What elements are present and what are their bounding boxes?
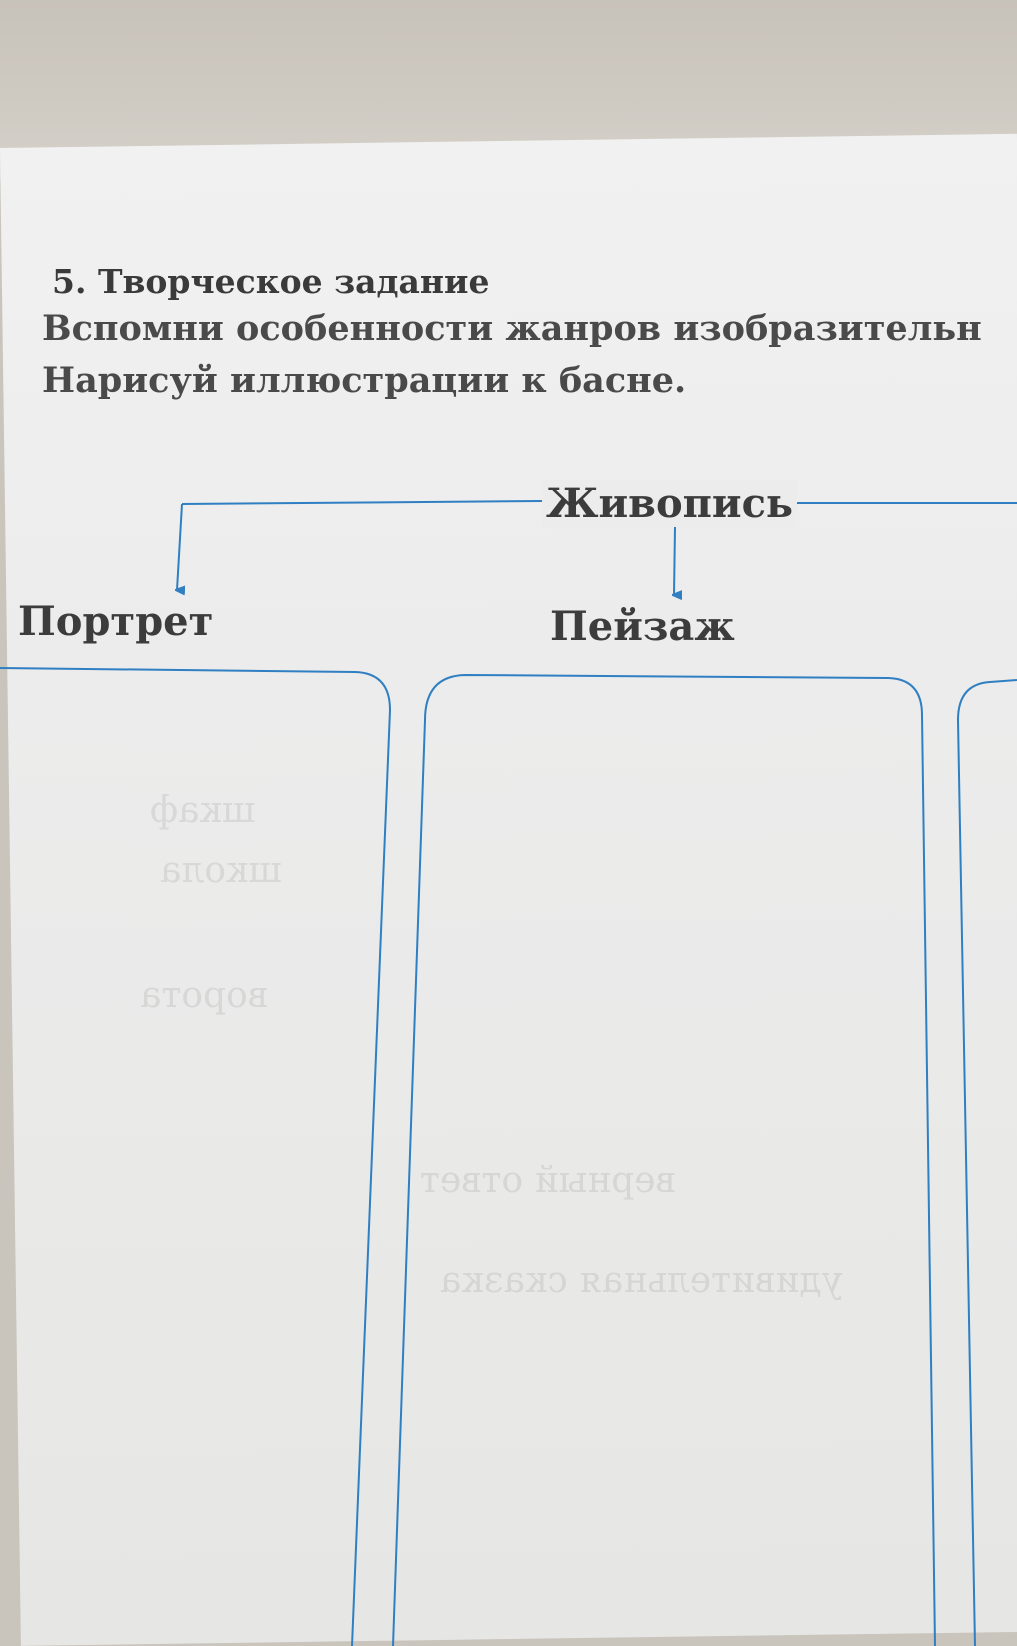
bleed-through: верный ответ [420,1160,676,1201]
bleed-through: школа [160,850,282,891]
bleed-through: ворота [140,975,269,1016]
diagram-root-label: Живопись [542,480,798,527]
bleed-through: удивительная сказка [440,1260,843,1301]
genre-label-portrait: Портрет [18,598,214,645]
task-instruction-1: Вспомни особенности жанров изобразительн [42,308,982,349]
genre-label-landscape: Пейзаж [550,603,735,650]
bleed-through: шкаф [150,790,256,831]
task-instruction-2: Нарисуй иллюстрации к басне. [42,360,687,401]
task-title: 5. Творческое задание [52,262,490,301]
